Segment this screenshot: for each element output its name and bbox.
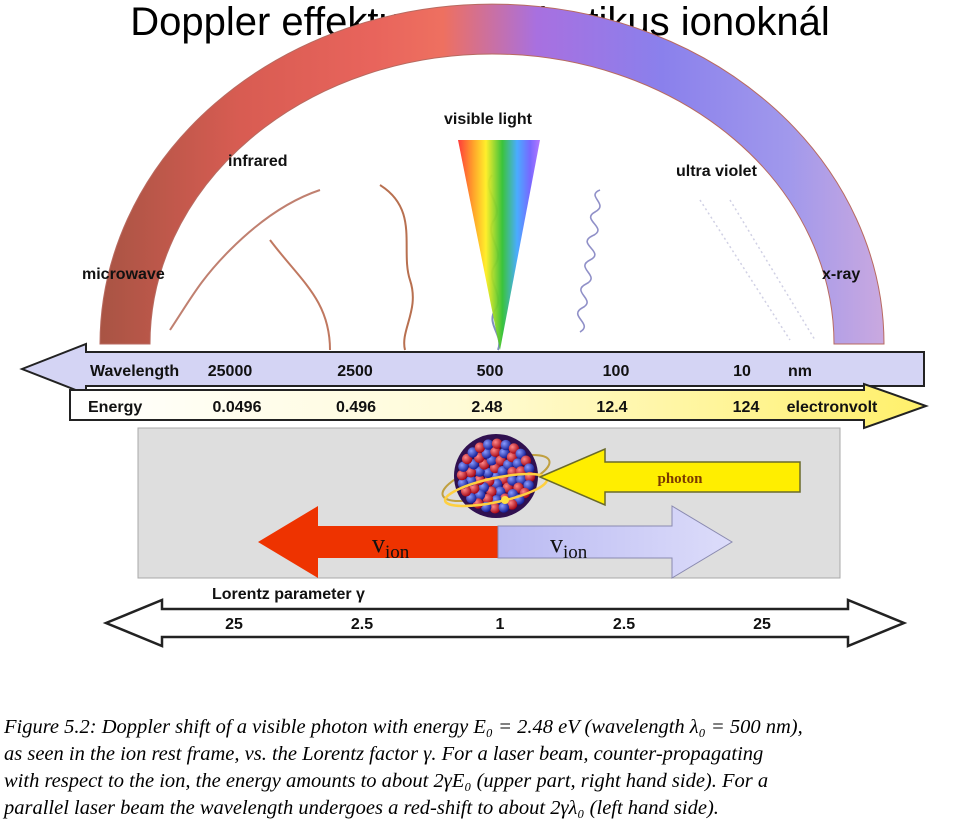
nucleon — [523, 463, 535, 474]
nucleon — [481, 448, 492, 459]
nucleon — [491, 438, 503, 449]
nucleon — [458, 461, 469, 472]
spectrum-arc: microwave infrared visible light ultra v… — [82, 3, 885, 351]
wavelength-tick: 2500 — [337, 363, 373, 380]
wave-curve-infrared-2 — [379, 184, 414, 351]
lorentz-arrow: Lorentz parameter γ 25 2.5 1 2.5 25 — [102, 586, 908, 648]
visible-light-wedge — [458, 140, 540, 350]
nucleon — [489, 503, 501, 514]
energy-tick: 124 — [733, 399, 760, 416]
nucleon — [520, 455, 532, 466]
lorentz-tick: 2.5 — [351, 616, 373, 633]
energy-label: Energy — [88, 399, 142, 416]
wavelength-tick: 100 — [603, 363, 630, 380]
wavelength-unit: nm — [788, 363, 812, 380]
energy-tick: 0.0496 — [213, 399, 262, 416]
caption-line: as seen in the ion rest frame, vs. the L… — [4, 743, 764, 765]
region-label-microwave: microwave — [82, 266, 165, 283]
doppler-diagram: microwave infrared visible light ultra v… — [19, 3, 929, 648]
wavelength-tick: 10 — [733, 363, 751, 380]
nucleon — [456, 469, 468, 481]
nucleon — [490, 446, 501, 457]
lorentz-label: Lorentz parameter γ — [212, 586, 365, 603]
nucleon — [507, 475, 518, 486]
ion-velocity-right-arrow — [497, 505, 733, 579]
nucleon — [498, 502, 509, 513]
wavelength-tick: 500 — [477, 363, 504, 380]
caption-line: parallel laser beam the wavelength under… — [4, 797, 719, 819]
lorentz-tick: 25 — [753, 616, 771, 633]
figure-caption: Figure 5.2: Doppler shift of a visible p… — [4, 714, 956, 822]
caption-line: with respect to the ion, the energy amou… — [4, 770, 769, 792]
lorentz-tick: 1 — [496, 616, 505, 633]
nucleon — [506, 499, 518, 510]
nucleon — [516, 474, 527, 485]
ion-velocity-left-label: vion — [372, 529, 410, 563]
photon-label: photon — [657, 471, 703, 487]
nucleon — [465, 467, 476, 478]
wavelength-arrow: Wavelength 25000 2500 500 100 10 nm — [19, 342, 925, 396]
nucleus-icon — [441, 434, 551, 518]
energy-tick: 0.496 — [336, 399, 376, 416]
energy-tick: 2.48 — [471, 399, 502, 416]
region-label-visible: visible light — [444, 111, 533, 128]
ion-velocity-right-label: vion — [550, 529, 588, 563]
region-label-infrared: infrared — [228, 153, 288, 170]
nucleon — [499, 447, 510, 459]
wave-curve-ultraviolet — [576, 189, 601, 333]
nucleon — [483, 439, 494, 450]
wavelength-label: Wavelength — [90, 363, 179, 380]
wave-curve-microwave — [169, 189, 321, 331]
ion-velocity-arrows: vion vion — [258, 505, 733, 579]
lorentz-tick: 2.5 — [613, 616, 635, 633]
nucleon — [523, 480, 534, 491]
energy-arrow: Energy 0.0496 0.496 2.48 12.4 124 electr… — [69, 382, 929, 430]
nucleon — [460, 486, 472, 497]
nucleon — [512, 458, 523, 469]
nucleon — [474, 442, 486, 453]
wave-curve-infrared — [269, 239, 331, 351]
energy-unit: electronvolt — [787, 399, 878, 416]
xray-dotted-lines — [699, 199, 816, 341]
nucleon — [469, 483, 480, 494]
wavelength-tick: 25000 — [208, 363, 253, 380]
energy-tick: 12.4 — [596, 399, 627, 416]
region-label-xray: x-ray — [822, 266, 860, 283]
lorentz-tick: 25 — [225, 616, 243, 633]
nucleon — [482, 493, 493, 505]
photon-arrow: photon — [538, 447, 801, 507]
caption-line: Figure 5.2: Doppler shift of a visible p… — [4, 716, 803, 738]
nucleon — [500, 439, 511, 451]
region-label-ultraviolet: ultra violet — [676, 163, 758, 180]
ion-velocity-left-arrow — [258, 506, 498, 578]
